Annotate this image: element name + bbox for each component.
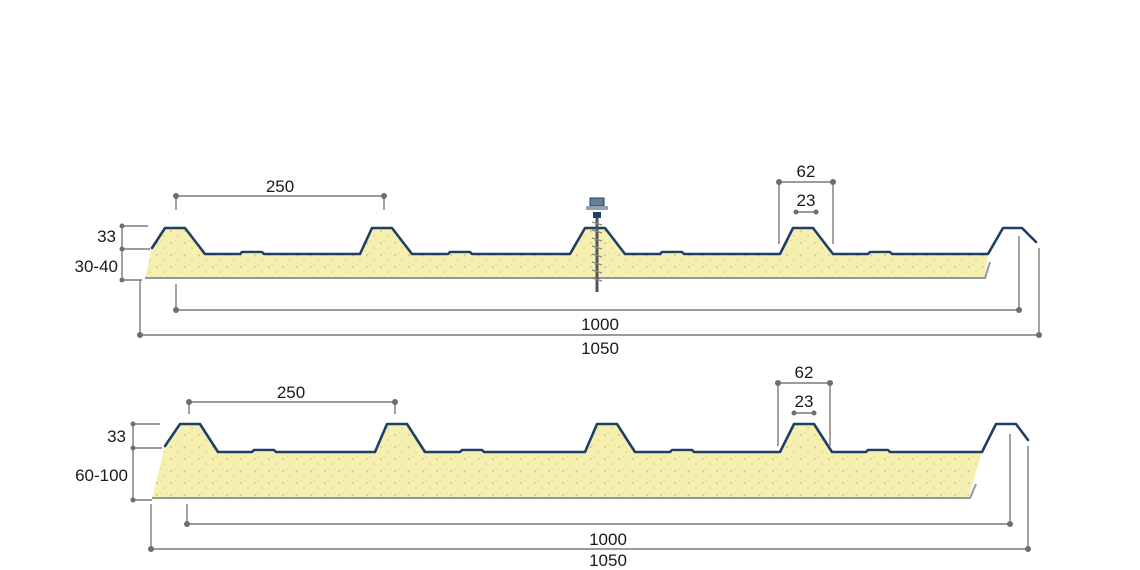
bottom-sheet: [145, 261, 991, 279]
pitch-dimension: 250: [186, 383, 398, 414]
useful-width-dimension: 1000: [173, 236, 1022, 334]
rib-width-dimension: 62 23: [775, 363, 833, 446]
rib-outer-label: 62: [795, 363, 814, 382]
panel-thick: 250 62 23 33 60-100: [75, 363, 1031, 570]
useful-width-label: 1000: [589, 530, 627, 549]
pitch-label: 250: [277, 383, 305, 402]
foam-core: [152, 424, 982, 498]
useful-width-label: 1000: [581, 315, 619, 334]
total-width-dimension: 1050: [148, 446, 1031, 570]
rib-inner-label: 23: [795, 392, 814, 411]
total-width-dimension: 1050: [137, 248, 1042, 358]
height-dimension: 33 30-40: [75, 223, 150, 283]
core-thickness-label: 60-100: [75, 466, 128, 485]
pitch-label: 250: [266, 177, 294, 196]
rib-height-label: 33: [107, 427, 126, 446]
total-width-label: 1050: [581, 339, 619, 358]
total-width-label: 1050: [589, 551, 627, 570]
height-dimension: 33 60-100: [75, 421, 162, 503]
panel-thin: 250 62 23 33 30-40: [75, 162, 1042, 358]
rib-height-label: 33: [97, 227, 116, 246]
pitch-dimension: 250: [173, 177, 387, 210]
foam-core: [145, 228, 988, 278]
rib-width-dimension: 62 23: [776, 162, 836, 244]
top-sheet: [150, 226, 1038, 256]
screw-fastener: [586, 197, 608, 292]
useful-width-dimension: 1000: [184, 434, 1013, 549]
bottom-sheet: [152, 483, 977, 499]
rib-outer-label: 62: [797, 162, 816, 181]
core-thickness-label: 30-40: [75, 257, 118, 276]
top-sheet: [163, 422, 1030, 454]
rib-inner-label: 23: [797, 191, 816, 210]
